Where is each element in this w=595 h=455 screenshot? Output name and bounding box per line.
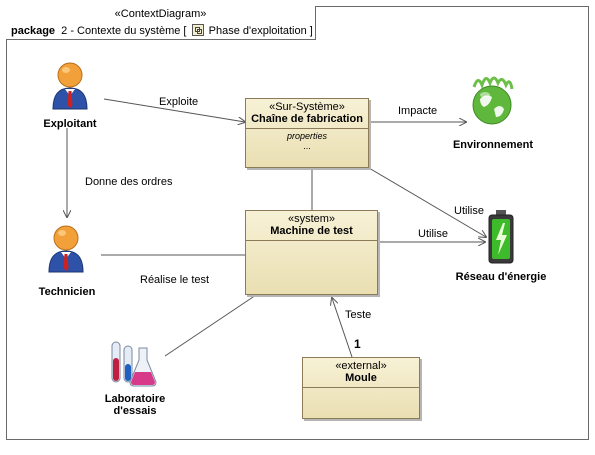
exploite-label: Exploite [159,96,199,108]
sur-systeme-stereotype: «Sur-Système» [269,101,345,113]
utilise-1-label: Utilise [454,205,484,217]
environnement-label: Environnement [452,139,534,151]
laboratoire-lab-flasks-icon[interactable] [108,338,158,388]
exploitant-person-icon[interactable] [49,60,91,110]
system-name: Machine de test [270,225,353,237]
realise-test-label: Réalise le test [140,274,210,286]
laboratoire-label-line2: d'essais [113,405,157,417]
laboratoire-connector[interactable] [164,294,257,357]
exploitant-label: Exploitant [43,118,97,130]
block-compartment-separator [303,387,419,388]
diagram-header-tab: «ContextDiagram» package 2 - Contexte du… [6,6,316,40]
utilise-2-label: Utilise [418,228,448,240]
external-stereotype: «external» [335,360,387,372]
diagram-title: package 2 - Contexte du système [ Phase … [11,24,313,37]
external-name: Moule [345,372,377,384]
teste-connector[interactable] [332,298,353,358]
properties-ellipsis: ... [303,141,311,151]
impacte-label: Impacte [398,105,438,117]
reseau-label: Réseau d'énergie [455,271,547,283]
technicien-label: Technicien [38,286,96,298]
reseau-battery-icon[interactable] [486,209,516,265]
teste-label: Teste [345,309,372,321]
utilise-1-connector[interactable] [368,167,486,237]
system-stereotype: «system» [287,213,336,225]
sur-systeme-name: Chaîne de fabrication [251,113,363,125]
technicien-person-icon[interactable] [45,223,87,273]
diagram-kind: package [11,25,56,37]
diagram-title-suffix: Phase d'exploitation ] [208,25,313,37]
system-block[interactable]: «system» Machine de test [245,210,378,295]
diagram-title-prefix: 2 - Contexte du système [ [61,25,187,37]
multiplicity-label: 1 [354,337,361,351]
properties-compartment-label: properties [286,131,328,141]
diagram-icon [191,24,204,36]
exploite-connector[interactable] [103,98,245,122]
block-compartment-separator [246,128,368,129]
environnement-globe-icon[interactable] [468,73,516,129]
donne-ordres-label: Donne des ordres [85,176,173,188]
laboratoire-label-line1: Laboratoire [104,393,166,405]
diagram-stereotype: «ContextDiagram» [114,8,207,20]
block-compartment-separator [246,240,377,241]
sur-systeme-block[interactable]: «Sur-Système» Chaîne de fabrication prop… [245,98,369,168]
external-block[interactable]: «external» Moule [302,357,420,419]
laboratoire-label: Laboratoire d'essais [95,393,175,417]
